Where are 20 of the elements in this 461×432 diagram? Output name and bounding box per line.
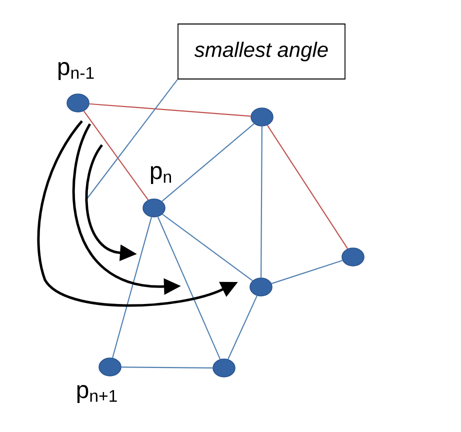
edge-line (228, 296, 258, 360)
callout-box: smallest angle (178, 24, 346, 80)
edge-line (121, 366, 213, 368)
edge-line (157, 216, 221, 360)
vertex-dot (250, 278, 272, 296)
edge-line (83, 110, 149, 200)
edge-line (162, 123, 254, 202)
edge-line (260, 126, 262, 278)
edge-line (162, 214, 253, 282)
vertex-label: p$_{n+1}$ (77, 385, 117, 403)
vertex-label: p$_{n-1}$ (58, 62, 94, 80)
leader-line (86, 79, 178, 200)
vertex-label: p$_{n}$ (150, 166, 171, 184)
edge-line (266, 124, 348, 250)
edge-line (271, 260, 343, 284)
vertex-dot (342, 248, 364, 266)
edge-line (112, 217, 152, 358)
vertex-dot (212, 358, 236, 378)
vertex-dot (250, 108, 274, 126)
edge-line (89, 103, 251, 117)
